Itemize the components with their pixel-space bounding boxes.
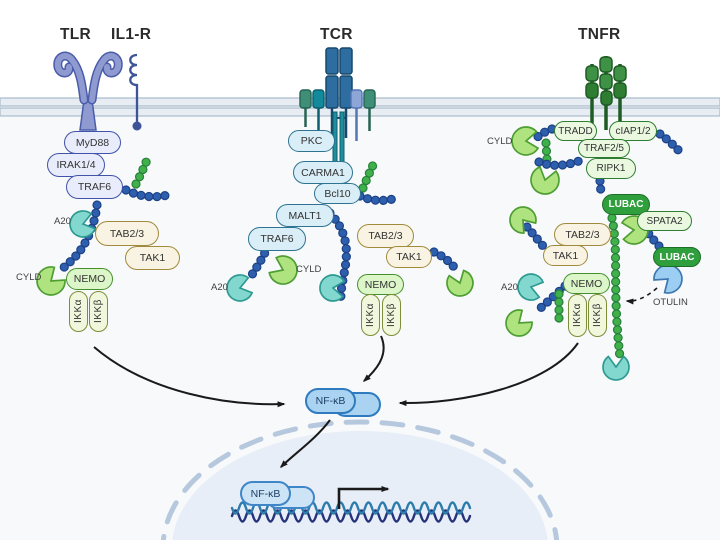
tak1-node-tnfr: TAK1 [543, 245, 588, 266]
deubiquitinase-tnfr-low-icon [505, 309, 533, 337]
a20-label-tlr: A20 [54, 216, 71, 227]
ikkb-node-tcr: IKKβ [382, 294, 401, 336]
a20-label-tcr: A20 [211, 282, 228, 293]
ubiquitin-chain-k63 [58, 201, 101, 273]
otulin-enzyme-icon [653, 264, 683, 294]
tlr-title: TLR [60, 26, 92, 43]
ikkb-node-tlr: IKKβ [89, 291, 108, 332]
ubiquitin-chain-k63 [523, 223, 547, 250]
ubiquitin-chain-m1 [608, 214, 624, 362]
tab23-node-tlr: TAB2/3 [95, 221, 159, 246]
otulin-label: OTULIN [653, 297, 688, 308]
il1r-receptor-icon [129, 53, 142, 131]
tlr-receptor-icon [53, 51, 123, 131]
tcr-receptor-icon [299, 47, 376, 163]
carma1-node: CARMA1 [293, 161, 353, 184]
nuclear-envelope [160, 419, 560, 540]
nfkb-node: NF-κB [305, 388, 356, 414]
nemo-node-tnfr: NEMO [563, 273, 610, 294]
cyld-enzyme-tcr-icon [268, 255, 298, 285]
ubiquitin-chain-m1 [359, 161, 377, 192]
arrow-nfkb-to-nucleus [279, 419, 331, 469]
nemo-node-tlr: NEMO [66, 268, 113, 290]
pkc-node: PKC [288, 130, 335, 152]
ubiquitin-chain-k63 [326, 209, 350, 308]
cyld-enzyme-tnfr-icon [511, 126, 540, 156]
tak1-node-tcr: TAK1 [386, 246, 432, 268]
cyld-label-tlr: CYLD [16, 272, 42, 283]
deubiquitinase-tcr-nemo-icon [319, 274, 346, 302]
nfkb-nuclear-node: NF-κB [240, 481, 291, 506]
bcl10-node: Bcl10 [314, 183, 361, 204]
irak14-node: IRAK1/4 [47, 153, 105, 177]
ubiquitin-chain-m1 [542, 139, 551, 164]
traf6-node-tcr: TRAF6 [248, 227, 306, 251]
traf6-node-tlr: TRAF6 [66, 175, 123, 199]
deubiquitinase-tnfr-bottom-icon [602, 355, 630, 381]
nemo-node-tcr: NEMO [357, 274, 404, 295]
ubiquitin-chain-k63 [430, 248, 461, 275]
arrow-tnfr-to-nfkb [398, 342, 579, 407]
ubiquitin-chain-k63 [656, 130, 685, 157]
tcr-title: TCR [320, 26, 353, 43]
cyld-label-tnfr: CYLD [487, 136, 513, 147]
deubiquitinase-tcr-tak1-icon [446, 269, 474, 297]
ubiquitin-chain-k63 [532, 282, 569, 316]
ubiquitin-chain-k63 [531, 125, 556, 143]
ikkb-node-tnfr: IKKβ [588, 294, 607, 337]
malt1-node: MALT1 [276, 204, 334, 227]
arrow-tlr-to-nfkb [93, 346, 286, 408]
deubiquitinase-tnfr-upper-icon [530, 165, 560, 195]
ciap12-node: cIAP1/2 [609, 121, 657, 141]
il1r-title: IL1-R [111, 26, 152, 43]
tab23-node-tnfr: TAB2/3 [554, 223, 611, 246]
ikka-node-tcr: IKKα [361, 294, 380, 336]
lubac-node-2: LUBAC [653, 247, 701, 267]
lubac-node-1: LUBAC [602, 194, 650, 215]
ikka-node-tlr: IKKα [69, 291, 88, 332]
tnfr-receptor-icon [585, 56, 627, 130]
transcription-arrow [337, 486, 390, 509]
tradd-node: TRADD [554, 121, 597, 141]
tab23-node-tcr: TAB2/3 [357, 224, 414, 248]
a20-enzyme-tlr-icon [69, 210, 97, 238]
ubiquitin-chain-k63 [122, 186, 172, 201]
a20-label-tnfr: A20 [501, 282, 518, 293]
spata2-node: SPATA2 [637, 211, 692, 231]
ubiquitin-chain-k63 [596, 177, 605, 197]
tnfr-title: TNFR [578, 26, 621, 43]
traf25-node: TRAF2/5 [578, 139, 630, 158]
cyld-label-tcr: CYLD [296, 264, 322, 275]
ubiquitin-chain-k63 [356, 192, 397, 204]
arrow-otulin-dashed [625, 287, 658, 305]
myd88-node: MyD88 [64, 131, 121, 154]
a20-enzyme-tcr-icon [226, 274, 254, 302]
a20-enzyme-tnfr-icon [517, 273, 545, 301]
arrow-tcr-to-nfkb [362, 335, 385, 383]
ripk1-node: RIPK1 [586, 158, 636, 179]
signal-arrows [93, 287, 658, 509]
tak1-node-tlr: TAK1 [125, 246, 180, 270]
ikka-node-tnfr: IKKα [568, 294, 587, 337]
deubiquitinase-tnfr-tab-icon [509, 206, 537, 234]
ubiquitin-chain-m1 [132, 156, 151, 188]
ubiquitin-chain-k63 [535, 157, 583, 169]
cyld-enzyme-tlr-icon [36, 266, 66, 296]
